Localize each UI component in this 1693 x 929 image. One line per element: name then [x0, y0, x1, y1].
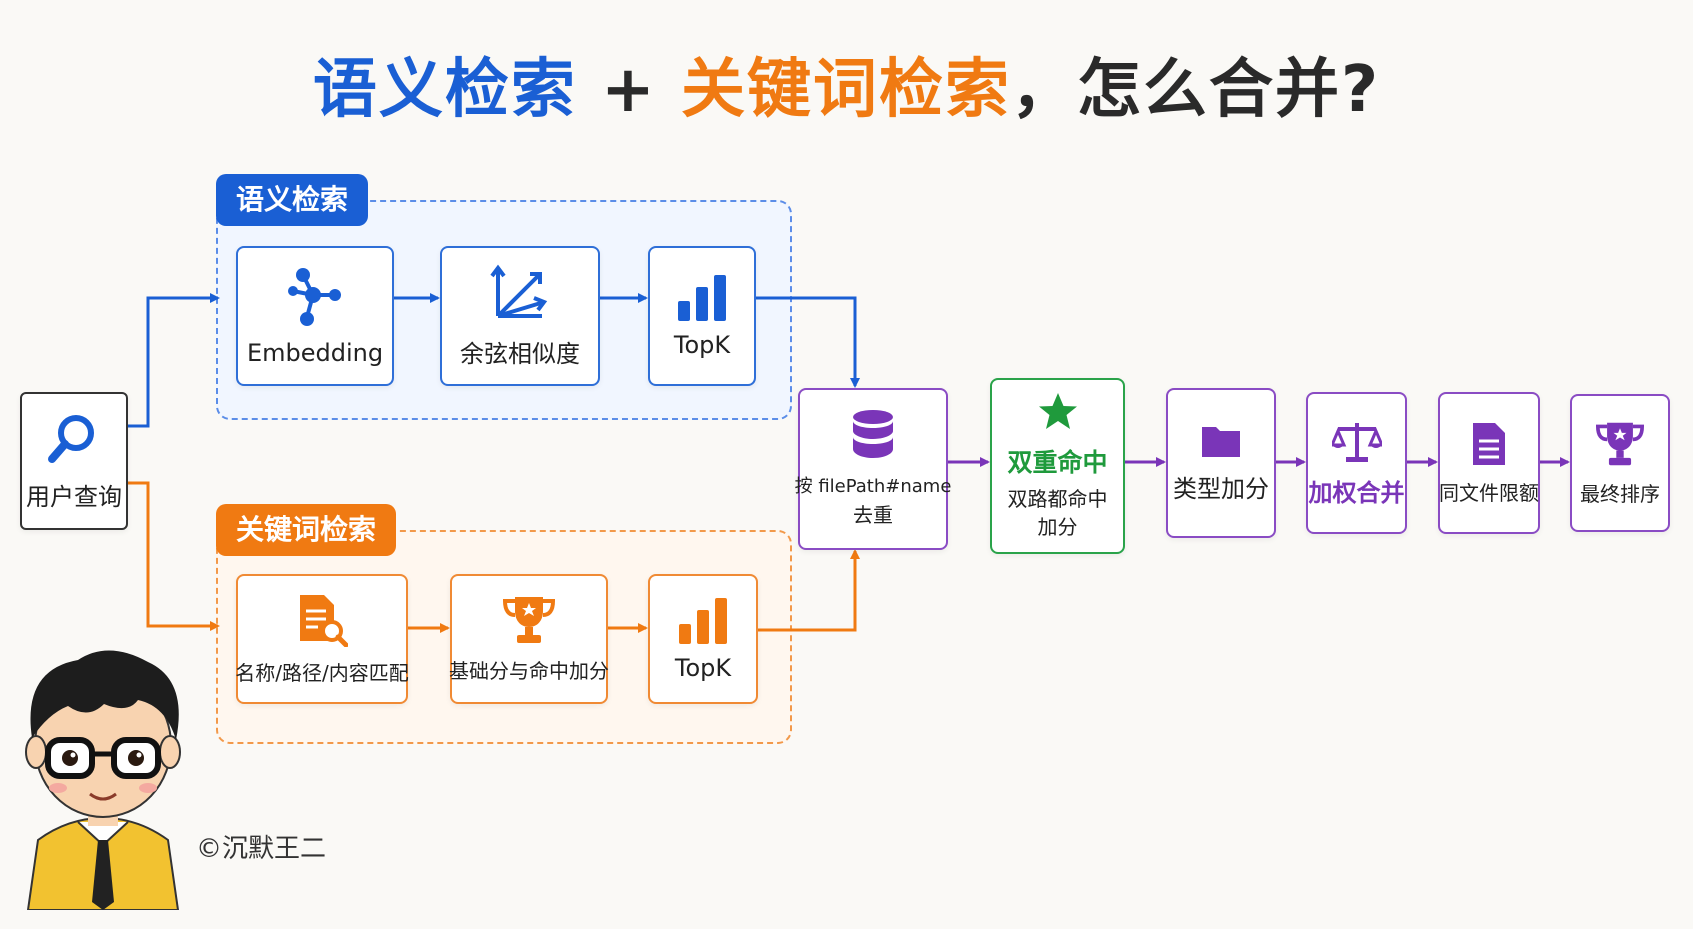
- keyword-topk-node: TopK: [648, 574, 758, 704]
- semantic-topk-label: TopK: [673, 331, 731, 359]
- title-keyword: 关键词检索: [681, 53, 1012, 127]
- wire-topk-to-dedup: [754, 296, 860, 388]
- weighted-merge-node: 加权合并: [1306, 392, 1407, 534]
- share-nodes-icon: [288, 268, 341, 326]
- wire-topk-to-dedup-2: [756, 549, 860, 632]
- page-title: 语义检索 + 关键词检索，怎么合并?: [0, 38, 1693, 130]
- match-node: 名称/路径/内容匹配: [235, 574, 409, 704]
- type-bonus-node: 类型加分: [1166, 388, 1276, 538]
- semantic-tag: 语义检索: [216, 174, 369, 226]
- final-sort-label: 最终排序: [1580, 481, 1660, 506]
- dual-hit-sub2: 加分: [1037, 515, 1078, 539]
- dual-hit-node: 双重命中 双路都命中 加分: [990, 378, 1125, 554]
- title-plus: +: [576, 53, 682, 127]
- dedup-line2: 去重: [853, 503, 893, 527]
- dedup-node: 按 filePath#name 去重: [795, 388, 951, 550]
- scale-icon: [1331, 422, 1382, 462]
- copyright-text: ©沉默王二: [196, 834, 327, 864]
- folder-icon: [1202, 426, 1240, 457]
- user-query-label: 用户查询: [26, 482, 122, 511]
- trophy-icon: [503, 596, 555, 643]
- cosine-similarity-node: 余弦相似度: [440, 246, 600, 386]
- bar-chart-icon: [678, 275, 726, 321]
- trophy-icon: [1596, 422, 1644, 465]
- embedding-node: Embedding: [236, 246, 394, 386]
- wire-query-to-match: [126, 481, 220, 631]
- wire-query-to-embedding: [126, 293, 220, 428]
- score-label: 基础分与命中加分: [449, 658, 609, 683]
- keyword-topk-label: TopK: [674, 654, 732, 682]
- database-icon: [853, 410, 893, 458]
- type-bonus-label: 类型加分: [1173, 474, 1269, 503]
- star-icon: [1038, 393, 1077, 429]
- cosine-similarity-label: 余弦相似度: [460, 339, 580, 368]
- final-sort-node: 最终排序: [1570, 394, 1670, 532]
- search-icon: [48, 414, 94, 463]
- author-avatar: [25, 650, 181, 910]
- vector-angle-icon: [490, 264, 548, 318]
- score-node: 基础分与命中加分: [449, 574, 609, 704]
- dual-hit-sub1: 双路都命中: [1007, 487, 1108, 511]
- title-semantic: 语义检索: [312, 53, 577, 127]
- semantic-topk-node: TopK: [648, 246, 756, 386]
- document-search-icon: [300, 594, 348, 647]
- embedding-label: Embedding: [246, 339, 384, 367]
- file-icon: [1473, 422, 1505, 465]
- bar-chart-icon: [679, 598, 727, 644]
- dedup-line1: 按 filePath#name: [794, 476, 952, 497]
- same-file-limit-node: 同文件限额: [1438, 392, 1540, 534]
- user-query-node: 用户查询: [20, 392, 128, 530]
- keyword-tag: 关键词检索: [216, 504, 397, 556]
- title-question: ，怎么合并?: [1011, 53, 1381, 127]
- match-label: 名称/路径/内容匹配: [235, 660, 409, 685]
- weighted-merge-label: 加权合并: [1308, 478, 1405, 507]
- same-file-limit-label: 同文件限额: [1439, 480, 1539, 505]
- dual-hit-label: 双重命中: [1007, 448, 1108, 477]
